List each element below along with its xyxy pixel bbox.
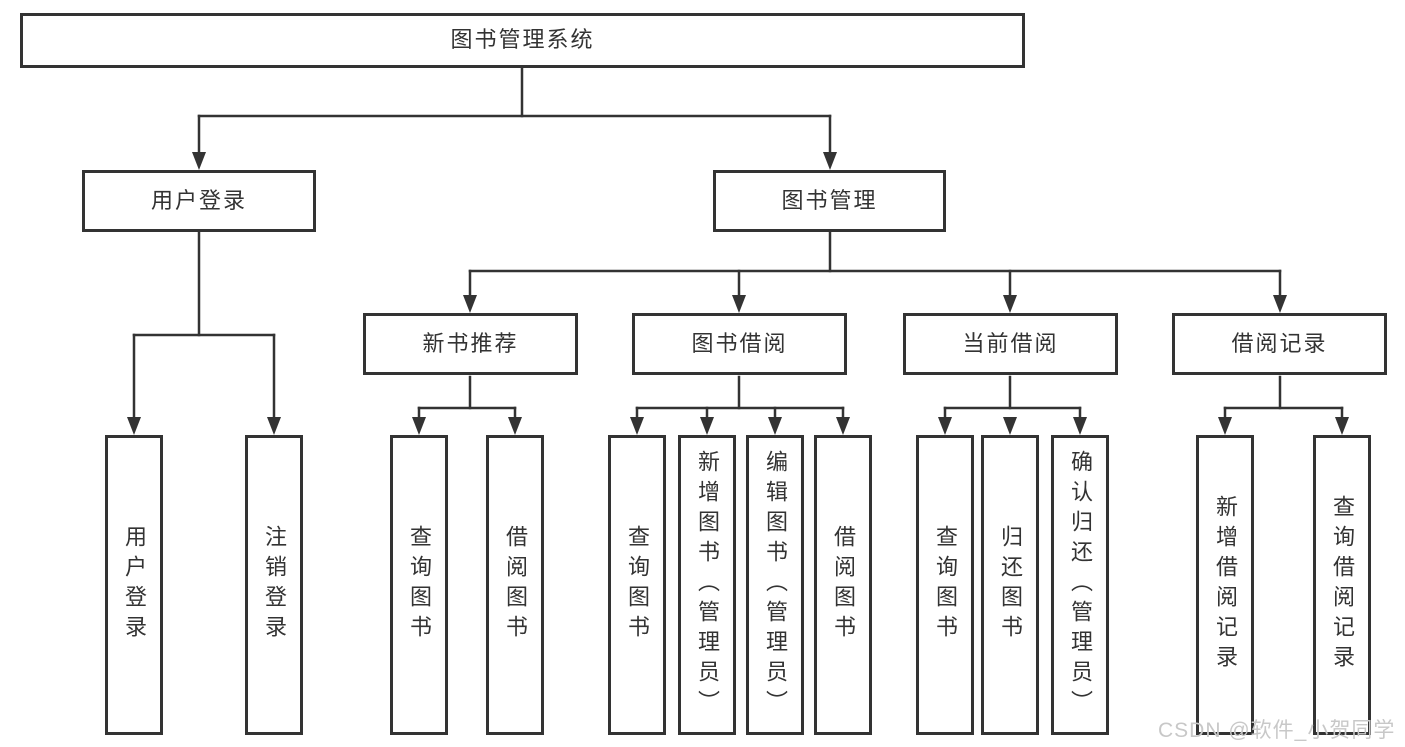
leaf-query-borrow-record: 查询借阅记录	[1313, 435, 1371, 735]
leaf-user-login: 用户登录	[105, 435, 163, 735]
leaf-query-books-recommend: 查询图书	[390, 435, 448, 735]
leaf-edit-books-admin: 编辑图书（管理员）	[746, 435, 804, 735]
leaf-add-borrow-record: 新增借阅记录	[1196, 435, 1254, 735]
node-current-borrowing: 当前借阅	[903, 313, 1118, 375]
leaf-logout: 注销登录	[245, 435, 303, 735]
node-new-book-recommendation: 新书推荐	[363, 313, 578, 375]
leaf-add-books-admin: 新增图书（管理员）	[678, 435, 736, 735]
leaf-query-books-borrowing: 查询图书	[608, 435, 666, 735]
leaf-confirm-return-admin: 确认归还（管理员）	[1051, 435, 1109, 735]
csdn-watermark: CSDN @软件_小贺同学	[1158, 719, 1396, 742]
leaf-return-books: 归还图书	[981, 435, 1039, 735]
node-book-management: 图书管理	[713, 170, 946, 232]
arrowheads	[127, 152, 1349, 435]
node-book-borrowing: 图书借阅	[632, 313, 847, 375]
leaf-query-books-current: 查询图书	[916, 435, 974, 735]
node-borrowing-records: 借阅记录	[1172, 313, 1387, 375]
node-library-management-system: 图书管理系统	[20, 13, 1025, 68]
leaf-borrow-books-recommend: 借阅图书	[486, 435, 544, 735]
leaf-borrow-books-borrowing: 借阅图书	[814, 435, 872, 735]
node-user-login: 用户登录	[82, 170, 316, 232]
